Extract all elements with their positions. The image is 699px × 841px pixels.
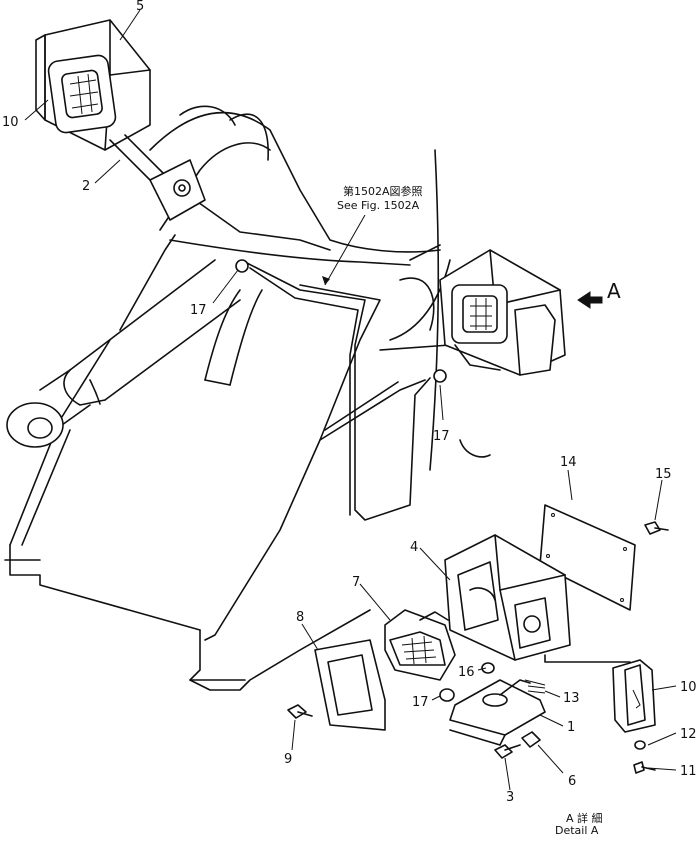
detail-caption-jp: A 詳 細 bbox=[566, 811, 603, 825]
callout-10-detail: 10 bbox=[680, 680, 697, 695]
wiring-harness bbox=[194, 199, 447, 521]
callout-10-upper: 10 bbox=[2, 115, 19, 130]
callout-5: 5 bbox=[136, 0, 144, 14]
reference-note-en: See Fig. 1502A bbox=[337, 199, 420, 212]
end-cover bbox=[612, 659, 656, 733]
bolt-6 bbox=[521, 731, 541, 748]
bolt-9 bbox=[287, 704, 313, 719]
callout-1: 1 bbox=[567, 720, 575, 735]
callout-14: 14 bbox=[560, 455, 577, 470]
base-plate bbox=[449, 679, 546, 746]
callout-17-mid: 17 bbox=[433, 429, 450, 444]
callout-4: 4 bbox=[410, 540, 418, 555]
cover-plate bbox=[539, 504, 636, 611]
view-marker-label: A bbox=[607, 279, 621, 303]
callout-numbers: 5 10 2 17 17 14 15 4 7 8 10 16 17 13 1 6… bbox=[2, 0, 697, 805]
nut-16 bbox=[481, 662, 495, 674]
callout-6: 6 bbox=[568, 774, 576, 789]
leader-lines bbox=[24, 9, 677, 791]
wire-leads bbox=[499, 679, 546, 696]
reference-note-jp: 第1502A図参照 bbox=[343, 184, 423, 198]
lamp-unit bbox=[384, 609, 456, 681]
detail-a-exploded bbox=[287, 504, 669, 774]
bolt-15 bbox=[644, 521, 669, 535]
lamp-bracket bbox=[109, 134, 206, 221]
hydraulic-cylinder bbox=[6, 259, 241, 448]
callout-8: 8 bbox=[296, 610, 304, 625]
loader-boom bbox=[4, 105, 491, 691]
callout-13: 13 bbox=[563, 691, 580, 706]
reference-note: 第1502A図参照 See Fig. 1502A bbox=[322, 184, 423, 286]
callout-7: 7 bbox=[352, 575, 360, 590]
callout-9: 9 bbox=[284, 752, 292, 767]
callout-17-detail: 17 bbox=[412, 695, 429, 710]
mounted-work-lamp bbox=[439, 249, 566, 376]
callout-16: 16 bbox=[458, 665, 475, 680]
detail-caption-en: Detail A bbox=[555, 824, 599, 837]
callout-3: 3 bbox=[506, 790, 514, 805]
detail-caption: A 詳 細 Detail A bbox=[555, 811, 603, 837]
view-arrow-a: A bbox=[577, 279, 621, 309]
callout-17-upper: 17 bbox=[190, 303, 207, 318]
screw-11 bbox=[633, 761, 656, 774]
upper-work-lamp bbox=[35, 19, 151, 151]
lamp-housing bbox=[444, 534, 571, 661]
callout-2: 2 bbox=[82, 179, 90, 194]
gasket-frame bbox=[314, 639, 386, 731]
callout-15: 15 bbox=[655, 467, 672, 482]
callout-11: 11 bbox=[680, 764, 697, 779]
grommet bbox=[439, 688, 455, 702]
callout-12: 12 bbox=[680, 727, 697, 742]
washer bbox=[634, 740, 646, 750]
bolt-3 bbox=[494, 744, 521, 759]
